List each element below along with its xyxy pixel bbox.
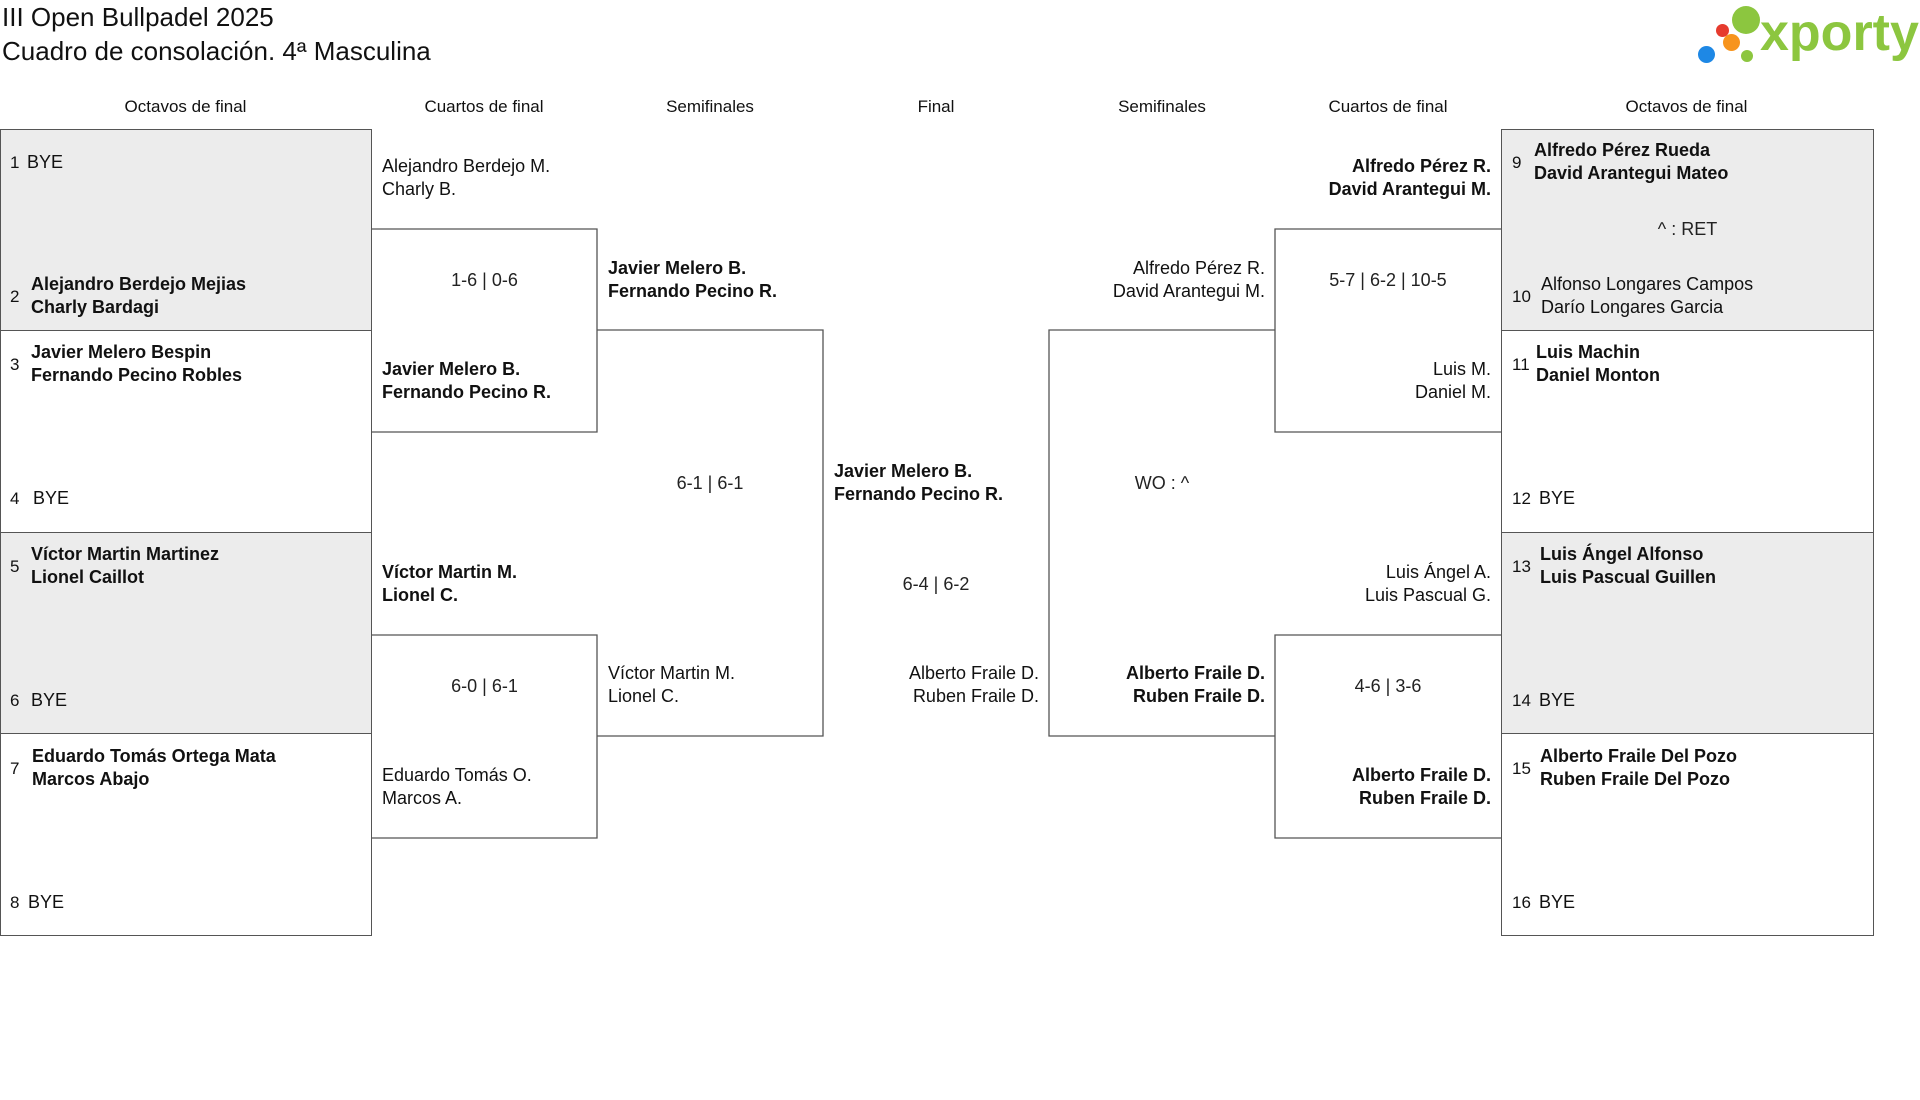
match-score: 6-1 | 6-1 bbox=[676, 473, 744, 493]
col-header-left-r16: Octavos de final bbox=[124, 97, 247, 116]
player-name: BYE bbox=[1539, 892, 1576, 912]
player-name: Luis M. bbox=[1432, 359, 1491, 379]
seed-number: 14 bbox=[1512, 691, 1531, 710]
player-name: Ruben Fraile D. bbox=[912, 686, 1039, 706]
player-name: BYE bbox=[33, 488, 70, 508]
draw-subtitle: Cuadro de consolación. 4ª Masculina bbox=[2, 36, 431, 66]
player-name: Alberto Fraile Del Pozo bbox=[1540, 746, 1738, 766]
col-header-left-sf: Semifinales bbox=[666, 97, 754, 116]
seed-number: 1 bbox=[10, 153, 20, 172]
player-name: Luis Machin bbox=[1536, 342, 1641, 362]
player-name: Víctor Martin Martinez bbox=[31, 544, 220, 564]
seed-number: 5 bbox=[10, 557, 20, 576]
xporty-logo: xporty bbox=[1698, 4, 1919, 66]
player-name: Luis Ángel Alfonso bbox=[1540, 544, 1704, 564]
match-score: 6-0 | 6-1 bbox=[451, 676, 518, 696]
player-name: Eduardo Tomás O. bbox=[382, 765, 532, 785]
col-header-final: Final bbox=[917, 97, 955, 116]
player-name: David Arantegui Mateo bbox=[1534, 163, 1729, 183]
tournament-title: III Open Bullpadel 2025 bbox=[2, 2, 274, 32]
player-name: David Arantegui M. bbox=[1112, 281, 1265, 301]
player-name: Luis Pascual G. bbox=[1364, 585, 1491, 605]
player-name: Fernando Pecino R. bbox=[608, 281, 778, 301]
player-name: Charly B. bbox=[382, 179, 457, 199]
player-name: Javier Melero B. bbox=[608, 258, 747, 278]
seed-number: 16 bbox=[1512, 893, 1531, 912]
champion-name: Fernando Pecino R. bbox=[834, 484, 1004, 504]
player-name: Darío Longares Garcia bbox=[1541, 297, 1724, 317]
player-name: Ruben Fraile D. bbox=[1132, 686, 1265, 706]
match-score: WO : ^ bbox=[1134, 473, 1190, 493]
player-name: BYE bbox=[1539, 488, 1576, 508]
seed-number: 11 bbox=[1512, 355, 1530, 374]
player-name: Javier Melero Bespin bbox=[31, 342, 212, 362]
seed-number: 12 bbox=[1512, 489, 1531, 508]
logo-dot-blue bbox=[1698, 46, 1715, 63]
player-name: Charly Bardagi bbox=[31, 297, 160, 317]
player-name: Alejandro Berdejo Mejias bbox=[31, 274, 247, 294]
seed-number: 4 bbox=[10, 489, 20, 508]
logo-dot-orange bbox=[1723, 34, 1740, 51]
logo-dot-red bbox=[1716, 24, 1729, 37]
player-name: BYE bbox=[27, 152, 64, 172]
col-header-right-r16: Octavos de final bbox=[1625, 97, 1748, 116]
player-name: Fernando Pecino R. bbox=[382, 382, 552, 402]
player-name: Alfredo Pérez R. bbox=[1351, 156, 1491, 176]
seed-number: 8 bbox=[10, 893, 20, 912]
player-name: Ruben Fraile Del Pozo bbox=[1540, 769, 1731, 789]
logo-dot-green-small bbox=[1741, 50, 1753, 62]
player-name: Daniel Monton bbox=[1536, 365, 1660, 385]
player-name: Lionel C. bbox=[382, 585, 458, 605]
player-name: Lionel Caillot bbox=[31, 567, 145, 587]
player-name: Javier Melero B. bbox=[382, 359, 521, 379]
final-score: 6-4 | 6-2 bbox=[902, 574, 970, 594]
logo-dot-green bbox=[1732, 6, 1760, 34]
col-header-left-qf: Cuartos de final bbox=[424, 97, 544, 116]
seed-number: 3 bbox=[10, 355, 20, 374]
match-box-left-r16-4 bbox=[0, 733, 372, 936]
player-name: Alfredo Pérez R. bbox=[1132, 258, 1265, 278]
logo-text: xporty bbox=[1760, 4, 1919, 62]
seed-number: 15 bbox=[1512, 759, 1531, 778]
player-name: Fernando Pecino Robles bbox=[31, 365, 243, 385]
player-name: Luis Ángel A. bbox=[1385, 562, 1491, 582]
player-name: Alfonso Longares Campos bbox=[1541, 274, 1754, 294]
player-name: David Arantegui M. bbox=[1328, 179, 1491, 199]
player-name: Eduardo Tomás Ortega Mata bbox=[32, 746, 276, 766]
seed-number: 6 bbox=[10, 691, 20, 710]
player-name: Ruben Fraile D. bbox=[1358, 788, 1491, 808]
match-score: 5-7 | 6-2 | 10-5 bbox=[1329, 270, 1447, 290]
seed-number: 10 bbox=[1512, 287, 1531, 306]
player-name: Alfredo Pérez Rueda bbox=[1534, 140, 1711, 160]
seed-number: 7 bbox=[10, 759, 20, 778]
seed-number: 9 bbox=[1512, 153, 1522, 172]
match-box-left-r16-1 bbox=[0, 129, 372, 331]
seed-number: 13 bbox=[1512, 557, 1531, 576]
player-name: Daniel M. bbox=[1414, 382, 1491, 402]
match-score: ^ : RET bbox=[1657, 219, 1718, 239]
match-box-right-r16-1 bbox=[1501, 129, 1874, 331]
player-name: Alberto Fraile D. bbox=[1351, 765, 1491, 785]
player-name: BYE bbox=[31, 690, 68, 710]
player-name: BYE bbox=[28, 892, 65, 912]
match-score: 1-6 | 0-6 bbox=[451, 270, 518, 290]
match-score: 4-6 | 3-6 bbox=[1354, 676, 1422, 696]
player-name: Víctor Martin M. bbox=[382, 562, 518, 582]
col-header-right-qf: Cuartos de final bbox=[1328, 97, 1448, 116]
champion-name: Javier Melero B. bbox=[834, 461, 973, 481]
player-name: Víctor Martin M. bbox=[608, 663, 736, 683]
player-name: Alejandro Berdejo M. bbox=[382, 156, 551, 176]
player-name: Alberto Fraile D. bbox=[908, 663, 1039, 683]
player-name: BYE bbox=[1539, 690, 1576, 710]
player-name: Marcos A. bbox=[382, 788, 463, 808]
col-header-right-sf: Semifinales bbox=[1118, 97, 1206, 116]
match-box-right-r16-4 bbox=[1501, 733, 1874, 936]
player-name: Marcos Abajo bbox=[32, 769, 150, 789]
match-box-right-r16-3 bbox=[1501, 532, 1874, 734]
seed-number: 2 bbox=[10, 287, 20, 306]
player-name: Alberto Fraile D. bbox=[1125, 663, 1265, 683]
player-name: Lionel C. bbox=[608, 686, 680, 706]
player-name: Luis Pascual Guillen bbox=[1540, 567, 1717, 587]
